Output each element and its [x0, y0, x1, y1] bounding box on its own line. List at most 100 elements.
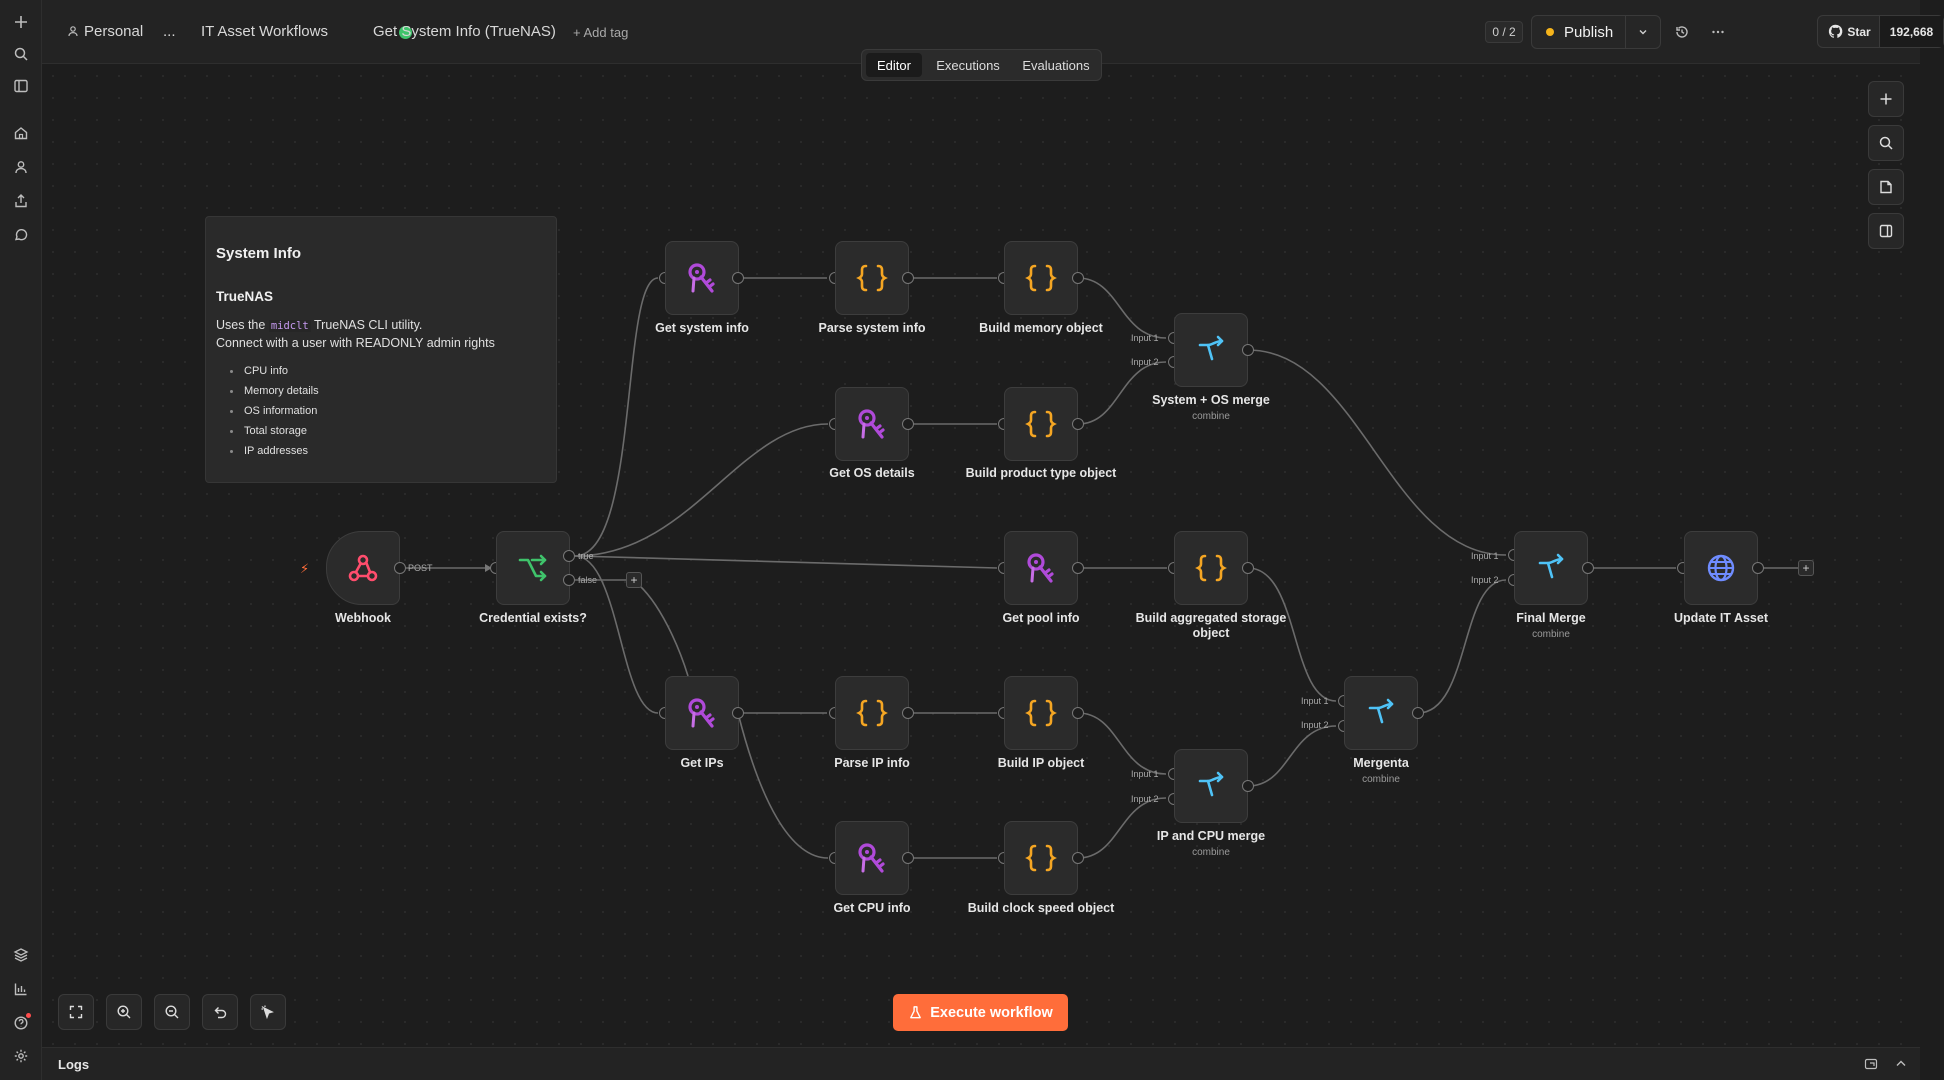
node-sub-combine: combine — [1192, 847, 1230, 858]
github-star: Star — [1818, 16, 1881, 47]
search-nodes-icon[interactable] — [1868, 125, 1904, 161]
output-port[interactable] — [1242, 780, 1254, 792]
node-credential-exists[interactable] — [496, 531, 570, 605]
wire-arrow — [485, 564, 492, 572]
node-mergenta[interactable] — [1344, 676, 1418, 750]
share-icon[interactable] — [9, 189, 33, 213]
github-star-button[interactable]: Star 192,668 — [1817, 15, 1944, 48]
logs-panel[interactable]: Logs — [42, 1047, 1920, 1080]
add-node-button[interactable]: + — [626, 572, 642, 588]
zoom-in-icon[interactable] — [106, 994, 142, 1030]
settings-gear-icon[interactable] — [9, 1044, 33, 1068]
output-port-false[interactable] — [563, 574, 575, 586]
output-port[interactable] — [1752, 562, 1764, 574]
output-port[interactable] — [1072, 852, 1084, 864]
port-label-false: false — [578, 575, 598, 585]
publish-button[interactable]: Publish — [1532, 16, 1626, 48]
breadcrumb-project[interactable]: Personal — [67, 23, 143, 40]
home-icon[interactable] — [9, 121, 33, 145]
node-build-clock-speed[interactable] — [1004, 821, 1078, 895]
node-get-system-info[interactable] — [665, 241, 739, 315]
zoom-out-icon[interactable] — [154, 994, 190, 1030]
help-icon[interactable] — [9, 1011, 33, 1035]
add-node-button[interactable]: + — [1798, 560, 1814, 576]
history-icon[interactable] — [1672, 22, 1692, 42]
execute-workflow-button[interactable]: Execute workflow — [893, 994, 1068, 1031]
chat-icon[interactable] — [9, 223, 33, 247]
output-port[interactable] — [902, 852, 914, 864]
add-node-icon[interactable] — [1868, 81, 1904, 117]
node-final-merge[interactable] — [1514, 531, 1588, 605]
breadcrumb-folder[interactable]: IT Asset Workflows — [201, 23, 328, 40]
node-get-os-details[interactable] — [835, 387, 909, 461]
sticky-note[interactable]: System Info TrueNAS Uses the midclt True… — [205, 216, 557, 483]
output-port[interactable] — [1072, 272, 1084, 284]
templates-icon[interactable] — [9, 943, 33, 967]
port-label-input-2: Input 2 — [1131, 794, 1159, 804]
code-braces-icon — [1024, 841, 1058, 875]
output-port[interactable] — [1242, 562, 1254, 574]
output-port[interactable] — [1072, 418, 1084, 430]
publish-label: Publish — [1564, 23, 1614, 41]
tab-executions[interactable]: Executions — [936, 57, 1000, 73]
node-webhook[interactable] — [326, 531, 400, 605]
publish-button-group: Publish — [1531, 15, 1661, 49]
chevron-down-icon[interactable] — [1625, 16, 1660, 48]
logs-title: Logs — [58, 1057, 90, 1072]
node-get-ips[interactable] — [665, 676, 739, 750]
output-port-true[interactable] — [563, 550, 575, 562]
user-icon[interactable] — [9, 155, 33, 179]
tab-evaluations[interactable]: Evaluations — [1022, 57, 1090, 73]
output-port[interactable] — [1072, 562, 1084, 574]
note-line-1-post: TrueNAS CLI utility. — [310, 318, 423, 332]
insights-icon[interactable] — [9, 977, 33, 1001]
workflow-name[interactable]: Get System Info (TrueNAS) — [373, 23, 556, 40]
output-port[interactable] — [1412, 707, 1424, 719]
add-icon[interactable] — [9, 10, 33, 34]
sticky-note-icon[interactable] — [1868, 169, 1904, 205]
node-label-build-memory: Build memory object — [979, 321, 1103, 335]
note-subtitle: TrueNAS — [216, 289, 274, 304]
search-icon[interactable] — [9, 42, 33, 66]
node-get-cpu-info[interactable] — [835, 821, 909, 895]
panel-toggle-icon[interactable] — [1868, 213, 1904, 249]
node-build-ip-object[interactable] — [1004, 676, 1078, 750]
node-parse-system-info[interactable] — [835, 241, 909, 315]
popout-icon[interactable] — [1864, 1057, 1878, 1071]
ssh-key-icon — [855, 841, 889, 875]
output-port[interactable] — [902, 272, 914, 284]
toggle-sidebar-icon[interactable] — [9, 74, 33, 98]
undo-icon[interactable] — [202, 994, 238, 1030]
output-port[interactable] — [1072, 707, 1084, 719]
port-label-input-1: Input 1 — [1131, 333, 1159, 343]
breadcrumb-ellipsis[interactable]: ... — [163, 23, 176, 40]
add-tag-button[interactable]: + Add tag — [573, 25, 629, 40]
workflow-canvas[interactable] — [42, 65, 1920, 1047]
node-build-memory-object[interactable] — [1004, 241, 1078, 315]
node-get-pool-info[interactable] — [1004, 531, 1078, 605]
tab-editor[interactable]: Editor — [866, 53, 922, 77]
breadcrumb-project-label: Personal — [84, 23, 144, 40]
node-build-aggregated-storage[interactable] — [1174, 531, 1248, 605]
node-label-build-ip: Build IP object — [997, 756, 1085, 770]
node-system-os-merge[interactable] — [1174, 313, 1248, 387]
output-port[interactable] — [732, 707, 744, 719]
output-port[interactable] — [1582, 562, 1594, 574]
output-port[interactable] — [394, 562, 406, 574]
note-line-1-pre: Uses the — [216, 318, 269, 332]
node-ip-cpu-merge[interactable] — [1174, 749, 1248, 823]
output-port[interactable] — [1242, 344, 1254, 356]
output-port[interactable] — [902, 418, 914, 430]
chevron-up-icon[interactable] — [1894, 1057, 1908, 1071]
node-parse-ip-info[interactable] — [835, 676, 909, 750]
fit-view-icon[interactable] — [58, 994, 94, 1030]
output-port[interactable] — [902, 707, 914, 719]
tidy-up-icon[interactable] — [250, 994, 286, 1030]
more-options-icon[interactable] — [1708, 22, 1728, 42]
list-item: OS information — [230, 403, 319, 423]
node-update-it-asset[interactable] — [1684, 531, 1758, 605]
node-label-ip-cpu-merge: IP and CPU merge — [1156, 829, 1266, 843]
output-port[interactable] — [732, 272, 744, 284]
execute-label: Execute workflow — [930, 1004, 1053, 1021]
node-build-product-type[interactable] — [1004, 387, 1078, 461]
